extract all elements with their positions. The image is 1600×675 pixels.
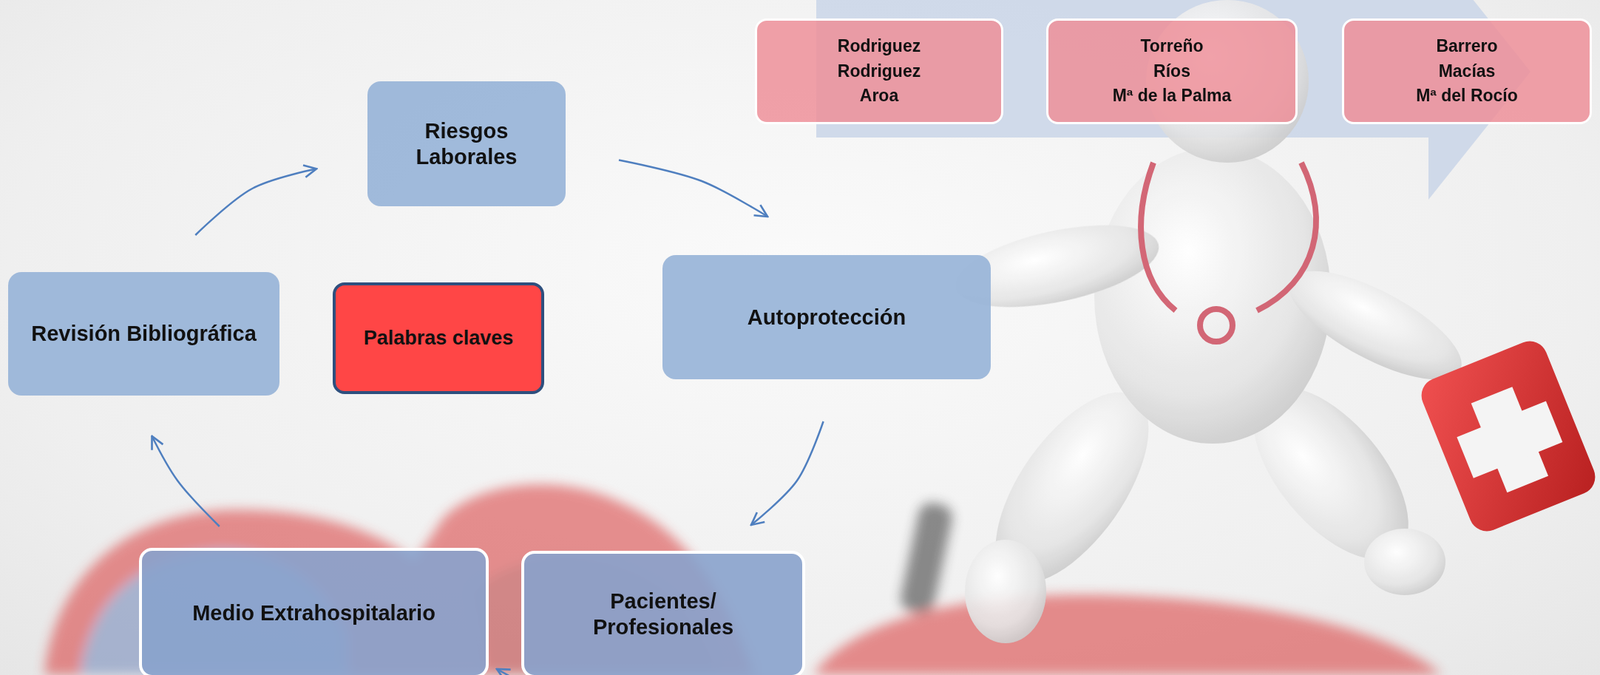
cycle-arrow — [195, 168, 317, 236]
author-name: Rodriguez — [837, 34, 921, 59]
box-label: Palabras claves — [363, 326, 514, 350]
author-name: Barrero — [1435, 34, 1498, 59]
author-name: Aroa — [859, 83, 899, 108]
author-box: TorreñoRíosMª de la Palma — [1046, 18, 1298, 125]
author-box: RodriguezRodriguezAroa — [754, 18, 1004, 125]
cycle-arrow — [751, 421, 824, 525]
box-label: Medio Extrahospitalario — [192, 600, 436, 627]
process-box: Pacientes/ Profesionales — [521, 550, 806, 675]
author-name: Torreño — [1140, 34, 1203, 59]
author-name: Mª del Rocío — [1415, 83, 1518, 108]
author-name: Macías — [1438, 59, 1496, 84]
author-box: BarreroMacíasMª del Rocío — [1341, 18, 1592, 125]
process-box: Revisión Bibliográfica — [8, 272, 280, 396]
author-name: Ríos — [1153, 59, 1191, 84]
process-box: Medio Extrahospitalario — [139, 547, 489, 675]
process-box: Autoprotección — [662, 255, 991, 380]
cycle-arrow — [618, 159, 768, 217]
author-name: Rodriguez — [837, 59, 921, 84]
cycle-arrow — [152, 436, 220, 527]
keyword-box: Palabras claves — [332, 282, 545, 395]
cycle-arrow — [496, 669, 520, 675]
box-label: Pacientes/ Profesionales — [567, 588, 760, 641]
box-label: Riesgos Laborales — [385, 118, 548, 171]
box-label: Revisión Bibliográfica — [31, 320, 257, 347]
first-aid-case — [1415, 335, 1600, 537]
box-label: Autoprotección — [747, 304, 906, 331]
process-box: Riesgos Laborales — [367, 81, 566, 207]
author-name: Mª de la Palma — [1112, 83, 1232, 108]
